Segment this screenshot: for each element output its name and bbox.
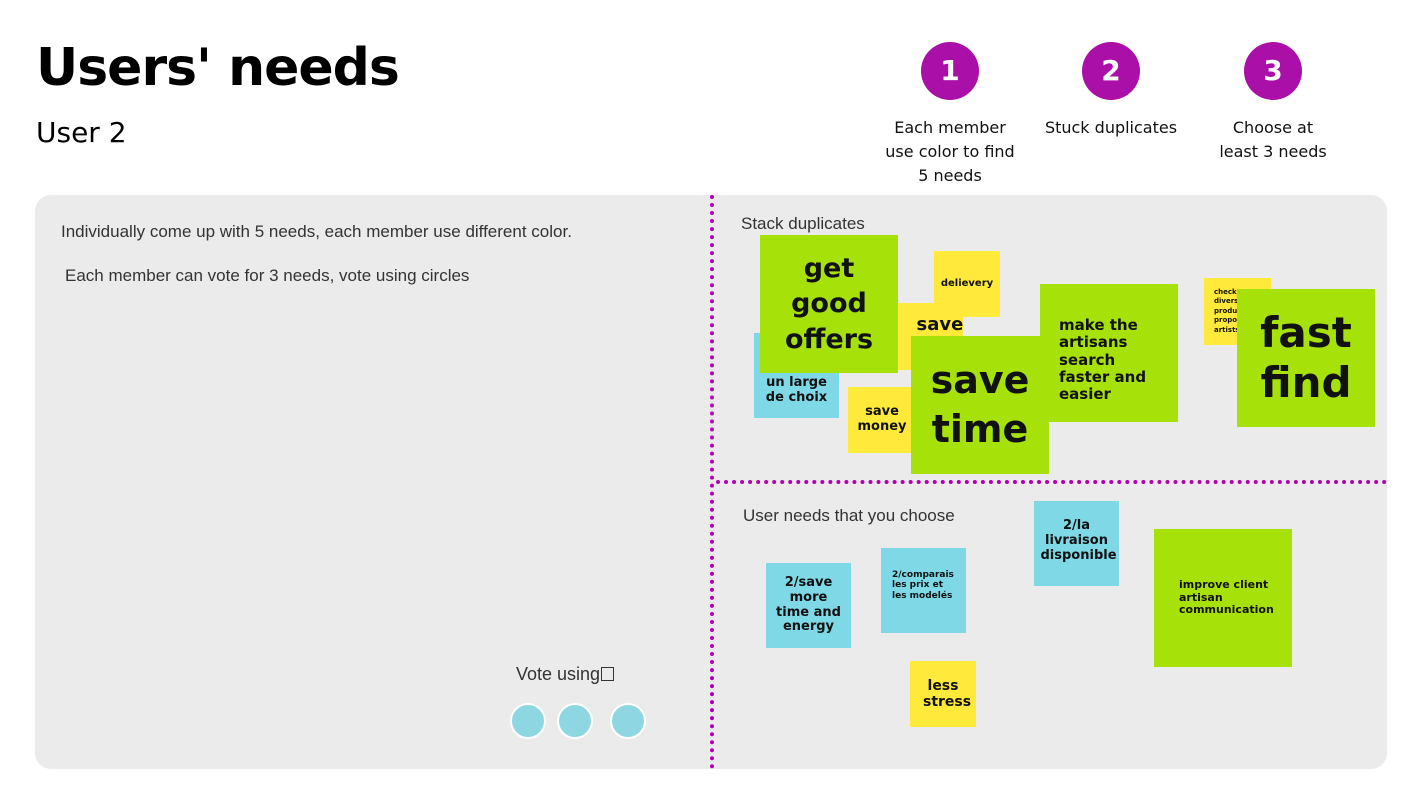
step-description: Stuck duplicates [1044, 118, 1178, 137]
vote-circle[interactable] [557, 703, 593, 739]
vertical-divider [710, 195, 714, 769]
sticky-note[interactable]: 2/save more time and energy [766, 563, 851, 648]
sticky-note[interactable]: fast find [1237, 289, 1375, 427]
step-number-badge: 2 [1082, 42, 1140, 100]
page-title: Users' needs [36, 38, 400, 98]
sticky-note[interactable]: improve client artisan communication [1154, 529, 1292, 667]
sticky-note[interactable]: less stress [910, 661, 976, 727]
step-number-badge: 1 [921, 42, 979, 100]
sticky-note[interactable]: save time [911, 336, 1049, 474]
section-label-stack: Stack duplicates [741, 214, 865, 233]
checkbox-icon [601, 667, 615, 681]
vote-label: Vote using [516, 664, 615, 685]
sticky-note[interactable]: save money [848, 387, 916, 453]
step-number-badge: 3 [1244, 42, 1302, 100]
instruction-text: Individually come up with 5 needs, each … [61, 222, 572, 241]
instruction-text: Each member can vote for 3 needs, vote u… [65, 266, 470, 285]
step-description: Choose at least 3 needs [1219, 118, 1327, 161]
page-subtitle: User 2 [36, 116, 127, 149]
step-description: Each member use color to find 5 needs [885, 118, 1015, 185]
sticky-note[interactable]: get good offers [760, 235, 898, 373]
vote-circle[interactable] [610, 703, 646, 739]
sticky-note[interactable]: 2/comparais les prix et les modelés [881, 548, 966, 633]
sticky-note[interactable]: make the artisans search faster and easi… [1040, 284, 1178, 422]
sticky-note[interactable]: 2/la livraison disponible [1034, 501, 1119, 586]
step-1: 1 Each member use color to find 5 needs [875, 42, 1025, 188]
horizontal-divider [716, 480, 1387, 484]
section-label-chosen: User needs that you choose [743, 506, 955, 525]
vote-circle[interactable] [510, 703, 546, 739]
step-2: 2 Stuck duplicates [1036, 42, 1186, 140]
step-3: 3 Choose at least 3 needs [1198, 42, 1348, 164]
